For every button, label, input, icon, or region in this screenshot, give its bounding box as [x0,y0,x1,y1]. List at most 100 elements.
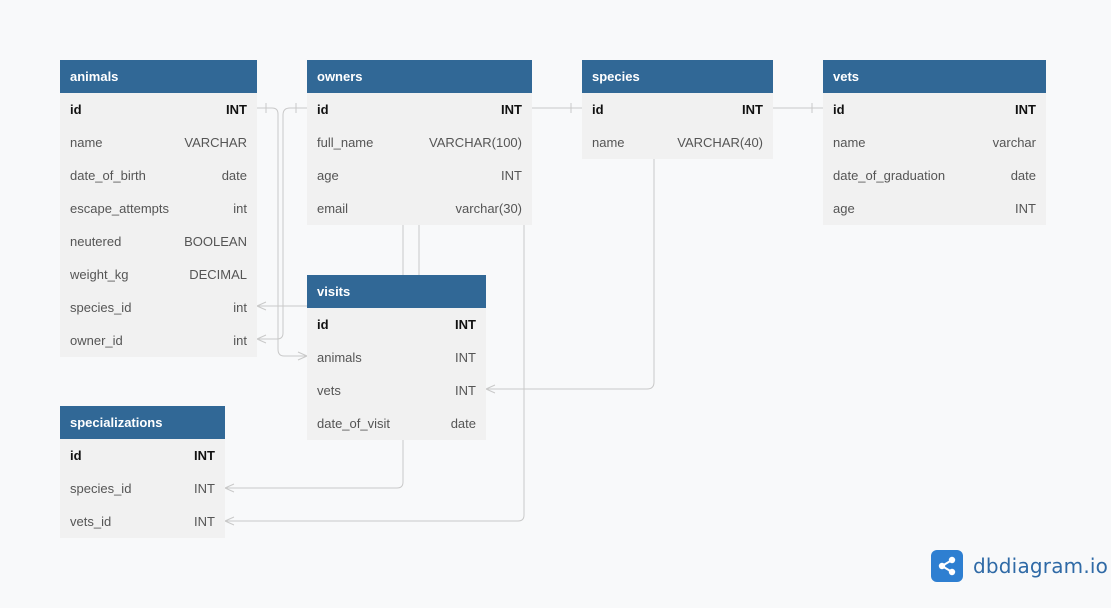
table-row[interactable]: date_of_graduation date [823,159,1046,192]
table-row[interactable]: vets INT [307,374,486,407]
table-row[interactable]: date_of_birth date [60,159,257,192]
column-name: id [592,102,604,117]
column-name: animals [317,350,362,365]
column-type: int [233,333,247,348]
column-name: date_of_graduation [833,168,946,183]
column-type: VARCHAR(100) [429,135,522,150]
table-row[interactable]: species_id int [60,291,257,324]
table-row[interactable]: vets_id INT [60,505,225,538]
table-row[interactable]: name VARCHAR [60,126,257,159]
column-name: id [317,102,329,117]
column-name: species_id [70,481,132,496]
table-row[interactable]: age INT [823,192,1046,225]
column-name: id [70,448,82,463]
table-row[interactable]: animals INT [307,341,486,374]
column-name: id [833,102,845,117]
link-owners-animals-owner [257,107,307,340]
table-row[interactable]: weight_kg DECIMAL [60,258,257,291]
table-row[interactable]: neutered BOOLEAN [60,225,257,258]
column-name: neutered [70,234,122,249]
column-name: id [70,102,82,117]
table-row[interactable]: id INT [307,93,532,126]
table-header[interactable]: specializations [60,406,225,439]
column-name: vets [317,383,341,398]
link-animals-visits [257,107,307,357]
table-row[interactable]: email varchar(30) [307,192,532,225]
table-header[interactable]: species [582,60,773,93]
many-marker [297,351,308,361]
brand-logo[interactable]: dbdiagram.io [931,549,1108,583]
column-name: email [317,201,349,216]
column-type: date [221,168,247,183]
column-type: INT [501,102,522,117]
column-name: age [317,168,339,183]
column-type: date [450,416,476,431]
column-name: name [833,135,866,150]
table-row[interactable]: id INT [582,93,773,126]
table-row[interactable]: owner_id int [60,324,257,357]
column-name: date_of_birth [70,168,146,183]
column-type: VARCHAR(40) [677,135,763,150]
table-species[interactable]: species id INT name VARCHAR(40) [582,60,773,159]
table-header[interactable]: owners [307,60,532,93]
table-row[interactable]: name VARCHAR(40) [582,126,773,159]
column-type: INT [455,317,476,332]
column-type: INT [194,514,215,529]
brand-name: dbdiagram.io [973,554,1109,578]
column-type: INT [742,102,763,117]
column-type: DECIMAL [189,267,247,282]
column-type: INT [455,350,476,365]
column-type: INT [194,448,215,463]
share-icon [931,550,963,582]
table-row[interactable]: id INT [60,439,225,472]
column-type: date [1010,168,1036,183]
column-type: int [233,300,247,315]
column-name: name [70,135,103,150]
many-marker [256,301,267,311]
table-header[interactable]: vets [823,60,1046,93]
many-marker [485,384,496,394]
column-name: owner_id [70,333,123,348]
column-name: escape_attempts [70,201,170,216]
column-name: vets_id [70,514,112,529]
column-type: INT [1015,201,1036,216]
column-name: date_of_visit [317,416,390,431]
table-row[interactable]: id INT [60,93,257,126]
column-name: id [317,317,329,332]
table-row[interactable]: species_id INT [60,472,225,505]
column-type: INT [194,481,215,496]
table-row[interactable]: escape_attempts int [60,192,257,225]
column-type: BOOLEAN [184,234,247,249]
table-row[interactable]: full_name VARCHAR(100) [307,126,532,159]
table-row[interactable]: age INT [307,159,532,192]
column-type: INT [501,168,522,183]
column-type: INT [455,383,476,398]
table-row[interactable]: date_of_visit date [307,407,486,440]
column-name: full_name [317,135,374,150]
column-type: varchar(30) [455,201,522,216]
link-visits-specializations [225,440,404,489]
many-marker [256,334,267,344]
column-type: VARCHAR [184,135,247,150]
column-name: age [833,201,855,216]
table-header[interactable]: visits [307,275,486,308]
table-row[interactable]: id INT [307,308,486,341]
table-row[interactable]: id INT [823,93,1046,126]
many-marker [224,483,235,493]
column-name: weight_kg [70,267,129,282]
column-type: int [233,201,247,216]
table-header[interactable]: animals [60,60,257,93]
column-type: varchar [992,135,1036,150]
column-type: INT [226,102,247,117]
column-name: species_id [70,300,132,315]
table-row[interactable]: name varchar [823,126,1046,159]
many-marker [224,516,235,526]
column-name: name [592,135,625,150]
column-type: INT [1015,102,1036,117]
